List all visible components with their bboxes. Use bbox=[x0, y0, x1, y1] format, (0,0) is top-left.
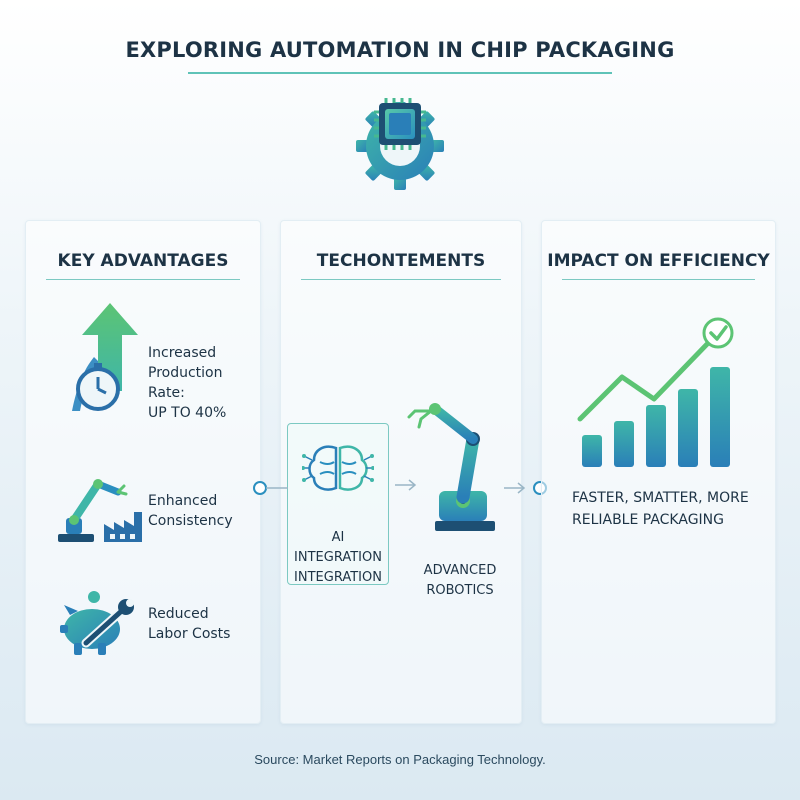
source-note: Source: Market Reports on Packaging Tech… bbox=[254, 752, 546, 767]
title-underline bbox=[188, 72, 612, 74]
impact-line: RELIABLE PACKAGING bbox=[572, 512, 724, 528]
impact-line: FASTER, SMATTER, MORE bbox=[572, 490, 749, 506]
technologies-heading: TECHONTEMENTS bbox=[316, 251, 486, 271]
bar-3 bbox=[646, 405, 666, 467]
robotic-arm-icon bbox=[407, 403, 495, 531]
adv-line: Reduced bbox=[148, 606, 209, 622]
page-title: EXPLORING AUTOMATION IN CHIP PACKAGING bbox=[125, 38, 675, 62]
ai-line: INTEGRATION bbox=[294, 570, 382, 585]
adv-line: Production Rate: bbox=[148, 365, 223, 401]
check-circle-icon bbox=[702, 317, 734, 349]
heading-divider bbox=[301, 279, 501, 280]
key-advantages-heading: KEY ADVANTAGES bbox=[57, 251, 229, 271]
heading-divider bbox=[562, 279, 755, 280]
ai-integration-label: AI INTEGRATION INTEGRATION bbox=[288, 528, 388, 588]
adv-line: Increased bbox=[148, 345, 217, 361]
adv-labor-costs: Reduced Labor Costs bbox=[148, 604, 230, 644]
heading-divider bbox=[46, 279, 240, 280]
impact-panel: IMPACT ON EFFICIENCY FASTER, SMATTER, MO… bbox=[541, 220, 776, 724]
robot-arm-factory-icon bbox=[58, 479, 142, 542]
impact-heading: IMPACT ON EFFICIENCY bbox=[547, 251, 770, 271]
ai-integration-box: AI INTEGRATION INTEGRATION bbox=[287, 423, 389, 585]
impact-description: FASTER, SMATTER, MORE RELIABLE PACKAGING bbox=[572, 487, 762, 531]
piggy-bank-wrench-icon bbox=[60, 591, 134, 655]
adv-consistency: Enhanced Consistency bbox=[148, 491, 233, 531]
bar-1 bbox=[582, 435, 602, 467]
robotics-line: ROBOTICS bbox=[426, 583, 494, 598]
adv-line: Labor Costs bbox=[148, 626, 231, 642]
adv-line: UP TO 40% bbox=[148, 405, 227, 421]
technologies-panel: TECHONTEMENTS AI INTEGRATION INTEGRATION bbox=[280, 220, 522, 724]
arrow-stopwatch-icon bbox=[72, 303, 138, 411]
robotics-line: ADVANCED bbox=[423, 563, 497, 578]
bar-4 bbox=[678, 389, 698, 467]
brain-circuit-icon bbox=[302, 445, 374, 491]
adv-production-rate: Increased Production Rate: UP TO 40% bbox=[148, 343, 260, 423]
chip-gear-icon bbox=[356, 98, 444, 190]
bar-5 bbox=[710, 367, 730, 467]
advanced-robotics-label: ADVANCED ROBOTICS bbox=[405, 561, 515, 601]
growth-bar-chart-icon bbox=[577, 317, 734, 467]
arrow-right-icon bbox=[395, 479, 417, 491]
adv-line: Consistency bbox=[148, 513, 233, 529]
key-advantages-panel: KEY ADVANTAGES Increased Production Rate… bbox=[25, 220, 261, 724]
adv-line: Enhanced bbox=[148, 493, 218, 509]
ai-line: AI INTEGRATION bbox=[294, 530, 382, 565]
connector-node-left bbox=[253, 481, 288, 495]
trend-line bbox=[577, 336, 715, 422]
bar-2 bbox=[614, 421, 634, 467]
